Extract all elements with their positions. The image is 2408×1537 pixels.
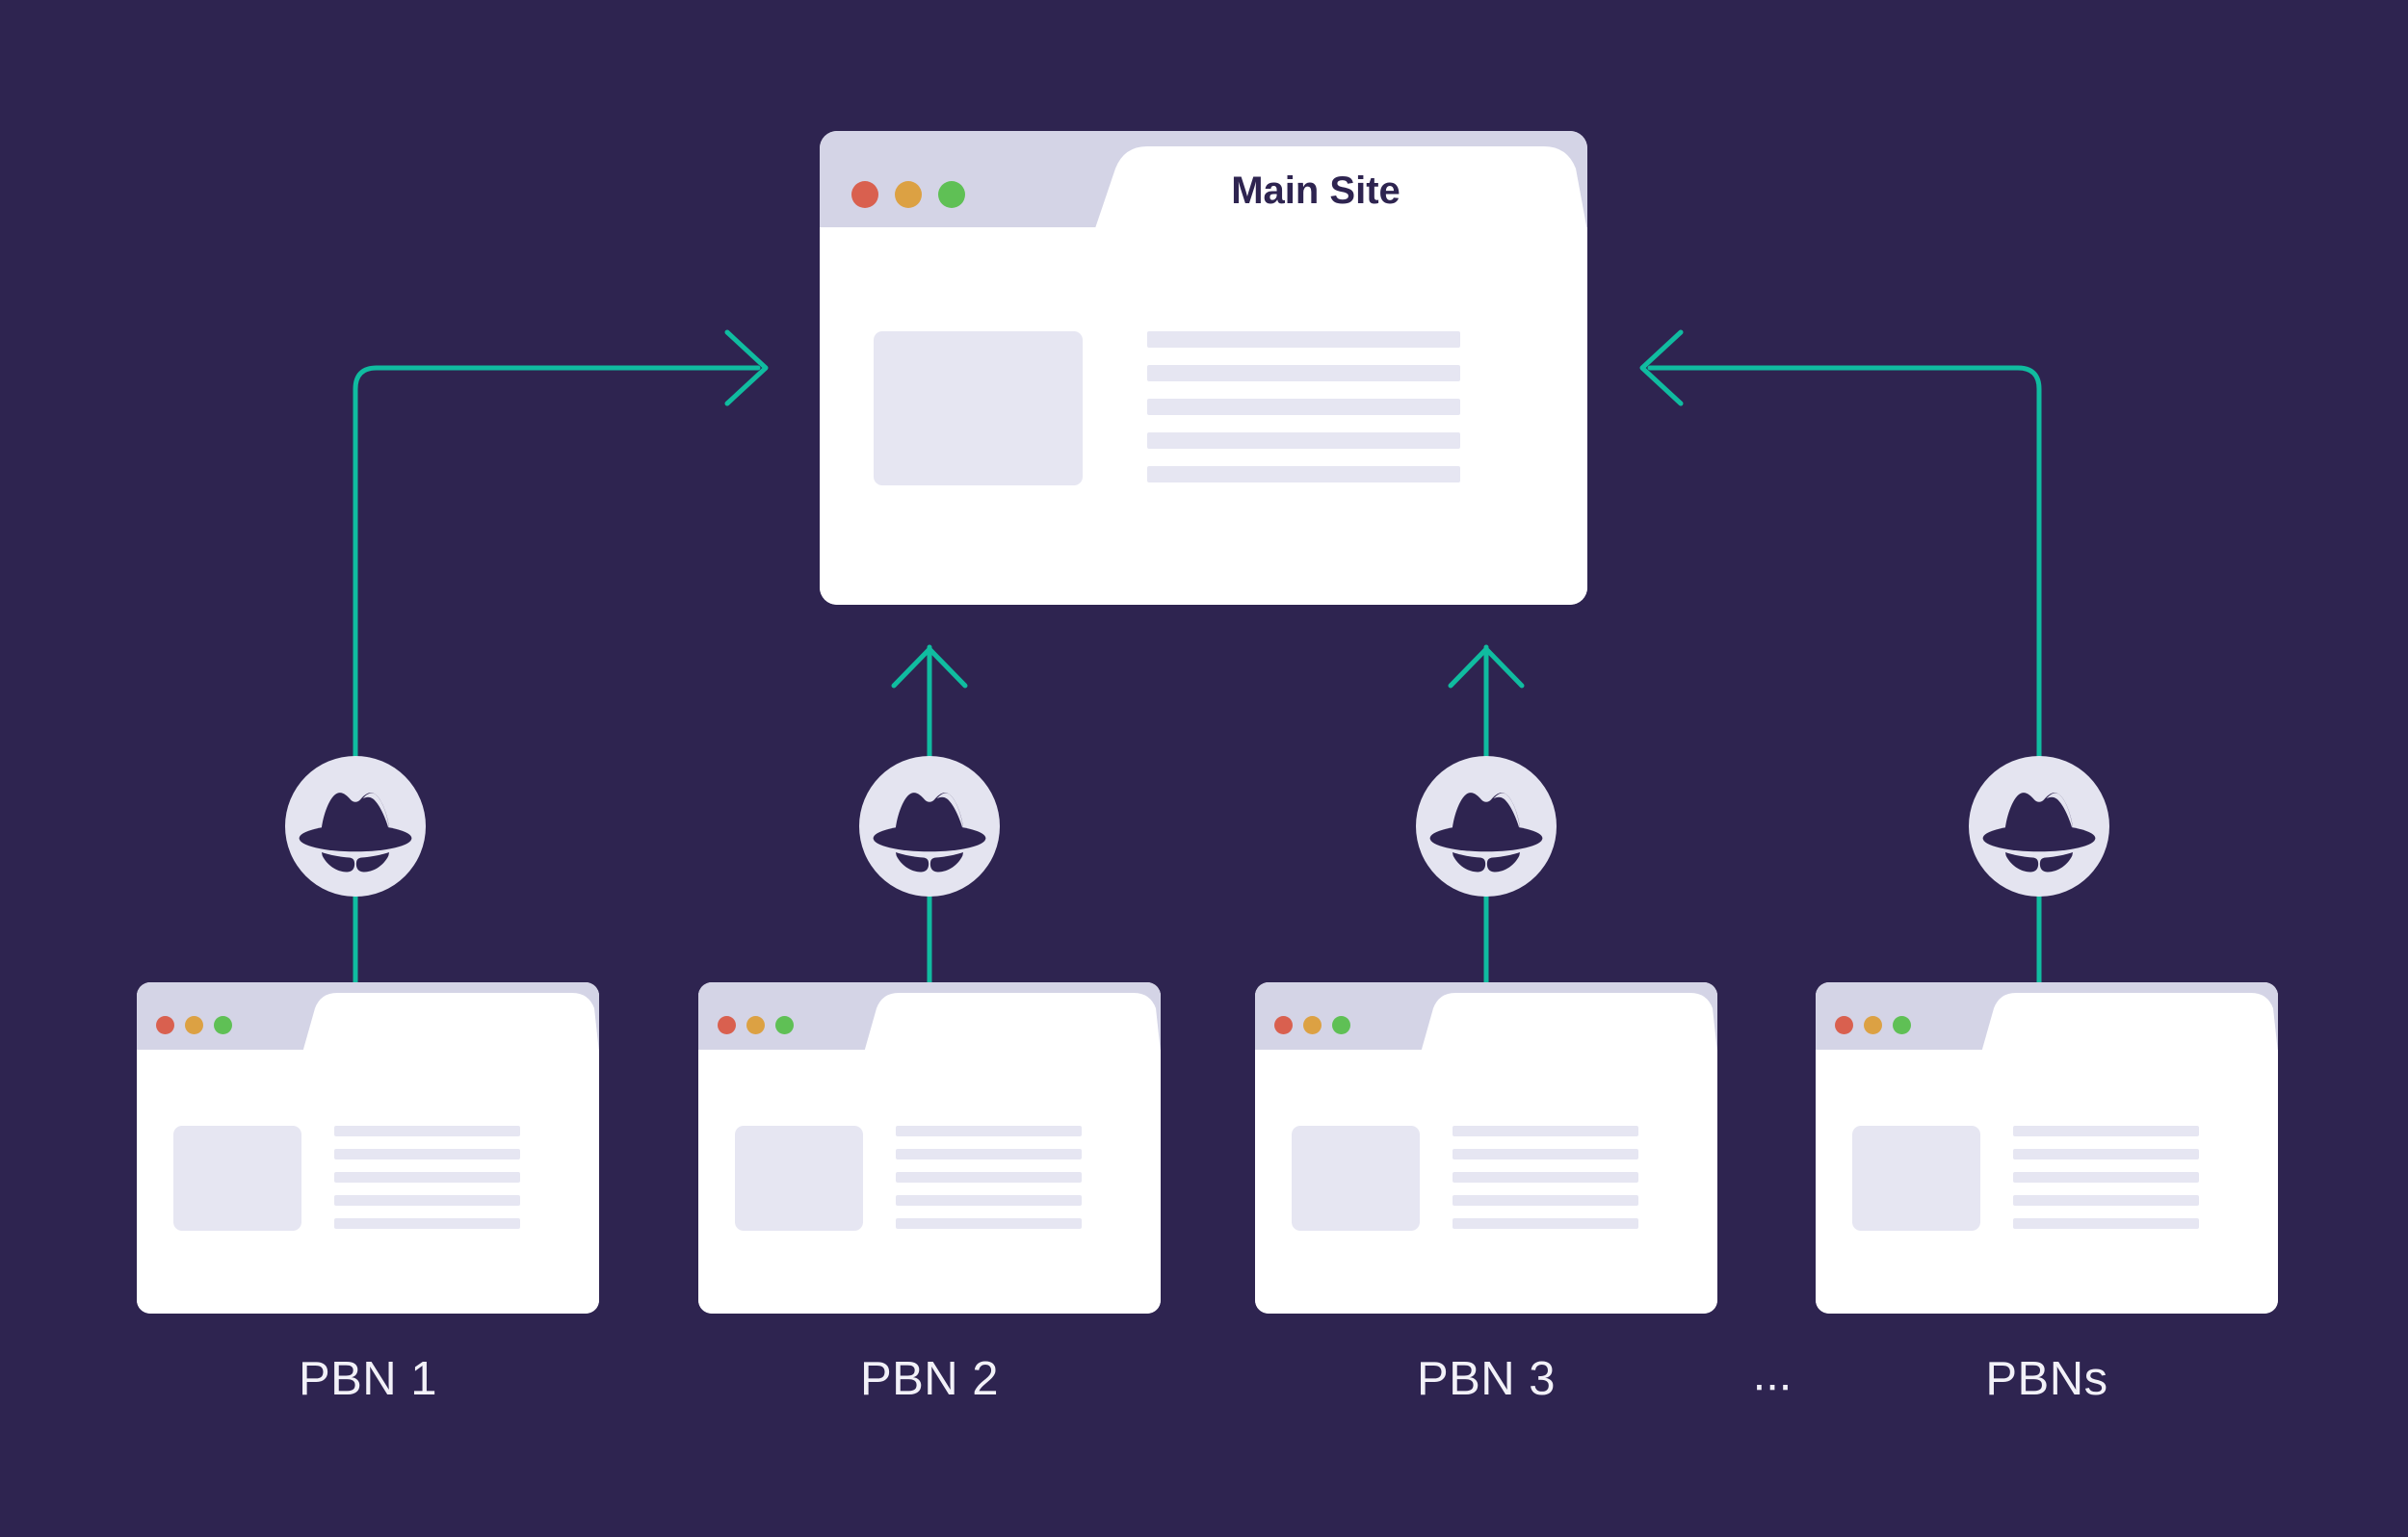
maximize-dot[interactable]	[938, 181, 965, 208]
pbn-n-text-lines	[2013, 1126, 2199, 1229]
text-line	[896, 1172, 1082, 1183]
pbn-window-2[interactable]	[698, 982, 1161, 1314]
pbn-2-content	[698, 1053, 1161, 1314]
text-line	[334, 1218, 520, 1229]
pbn-window-3[interactable]	[1255, 982, 1717, 1314]
incognito-icon	[873, 793, 986, 873]
text-line	[896, 1218, 1082, 1229]
pbn-n-image-placeholder	[1852, 1126, 1980, 1231]
incognito-icon	[299, 793, 412, 873]
incognito-icon	[1429, 793, 1543, 873]
connector-pbn1-arrowhead	[724, 329, 769, 406]
text-line	[1147, 432, 1460, 449]
close-dot[interactable]	[851, 181, 878, 208]
connector-pbns-arrowhead	[1639, 329, 1684, 406]
close-dot[interactable]	[1274, 1016, 1293, 1034]
main-site-text-lines	[1147, 331, 1460, 482]
maximize-dot[interactable]	[1893, 1016, 1911, 1034]
main-site-tab-title: Main Site	[1231, 169, 1400, 212]
maximize-dot[interactable]	[775, 1016, 794, 1034]
text-line	[2013, 1172, 2199, 1183]
pbn-1-text-lines	[334, 1126, 520, 1229]
incognito-icon-pbn3[interactable]	[1416, 756, 1557, 897]
pbn-label-n: PBNs	[1985, 1353, 2108, 1405]
pbn-3-text-lines	[1453, 1126, 1638, 1229]
text-line	[1453, 1126, 1638, 1136]
pbn-2-text-lines	[896, 1126, 1082, 1229]
minimize-dot[interactable]	[895, 181, 922, 208]
pbn-3-content	[1255, 1053, 1717, 1314]
text-line	[896, 1195, 1082, 1206]
text-line	[1453, 1195, 1638, 1206]
pbn-window-n[interactable]	[1816, 982, 2278, 1314]
text-line	[1453, 1218, 1638, 1229]
close-dot[interactable]	[718, 1016, 736, 1034]
text-line	[896, 1149, 1082, 1159]
main-site-tab[interactable]	[820, 131, 1587, 231]
text-line	[1453, 1172, 1638, 1183]
close-dot[interactable]	[1835, 1016, 1853, 1034]
incognito-icon	[1982, 793, 2096, 873]
text-line	[1147, 399, 1460, 415]
maximize-dot[interactable]	[1332, 1016, 1350, 1034]
pbn-1-content	[137, 1053, 599, 1314]
text-line	[1147, 331, 1460, 348]
incognito-icon-pbn1[interactable]	[285, 756, 426, 897]
main-site-image-placeholder	[874, 331, 1083, 485]
incognito-icon-pbn2[interactable]	[859, 756, 1000, 897]
pbn-window-1[interactable]	[137, 982, 599, 1314]
pbn-1-traffic-lights[interactable]	[156, 1016, 232, 1034]
pbn-3-tab[interactable]	[1255, 982, 1717, 1053]
pbn-1-tab[interactable]	[137, 982, 599, 1053]
pbn-label-3: PBN 3	[1416, 1353, 1557, 1405]
text-line	[1147, 365, 1460, 381]
pbn-n-content	[1816, 1053, 2278, 1314]
text-line	[334, 1195, 520, 1206]
connector-pbn2-arrowhead	[891, 646, 968, 689]
main-site-window[interactable]: Main Site	[820, 131, 1587, 605]
pbn-2-tab[interactable]	[698, 982, 1161, 1053]
pbn-3-traffic-lights[interactable]	[1274, 1016, 1350, 1034]
maximize-dot[interactable]	[214, 1016, 232, 1034]
pbn-2-image-placeholder	[735, 1126, 863, 1231]
text-line	[2013, 1218, 2199, 1229]
pbn-n-tab[interactable]	[1816, 982, 2278, 1053]
main-site-traffic-lights[interactable]	[851, 181, 965, 208]
text-line	[2013, 1126, 2199, 1136]
pbn-1-image-placeholder	[173, 1126, 301, 1231]
text-line	[1453, 1149, 1638, 1159]
minimize-dot[interactable]	[1303, 1016, 1322, 1034]
text-line	[334, 1149, 520, 1159]
text-line	[2013, 1149, 2199, 1159]
pbn-3-image-placeholder	[1292, 1126, 1420, 1231]
pbn-label-1: PBN 1	[298, 1353, 438, 1405]
minimize-dot[interactable]	[185, 1016, 203, 1034]
main-site-content	[820, 231, 1587, 605]
connector-pbn3-arrowhead	[1448, 646, 1525, 689]
text-line	[896, 1126, 1082, 1136]
pbn-n-traffic-lights[interactable]	[1835, 1016, 1911, 1034]
ellipsis-label: ∙∙∙	[1752, 1359, 1793, 1411]
close-dot[interactable]	[156, 1016, 174, 1034]
text-line	[334, 1172, 520, 1183]
text-line	[1147, 466, 1460, 482]
pbn-label-2: PBN 2	[859, 1353, 1000, 1405]
text-line	[334, 1126, 520, 1136]
minimize-dot[interactable]	[1864, 1016, 1882, 1034]
pbn-2-traffic-lights[interactable]	[718, 1016, 794, 1034]
incognito-icon-pbns[interactable]	[1969, 756, 2109, 897]
text-line	[2013, 1195, 2199, 1206]
minimize-dot[interactable]	[746, 1016, 765, 1034]
